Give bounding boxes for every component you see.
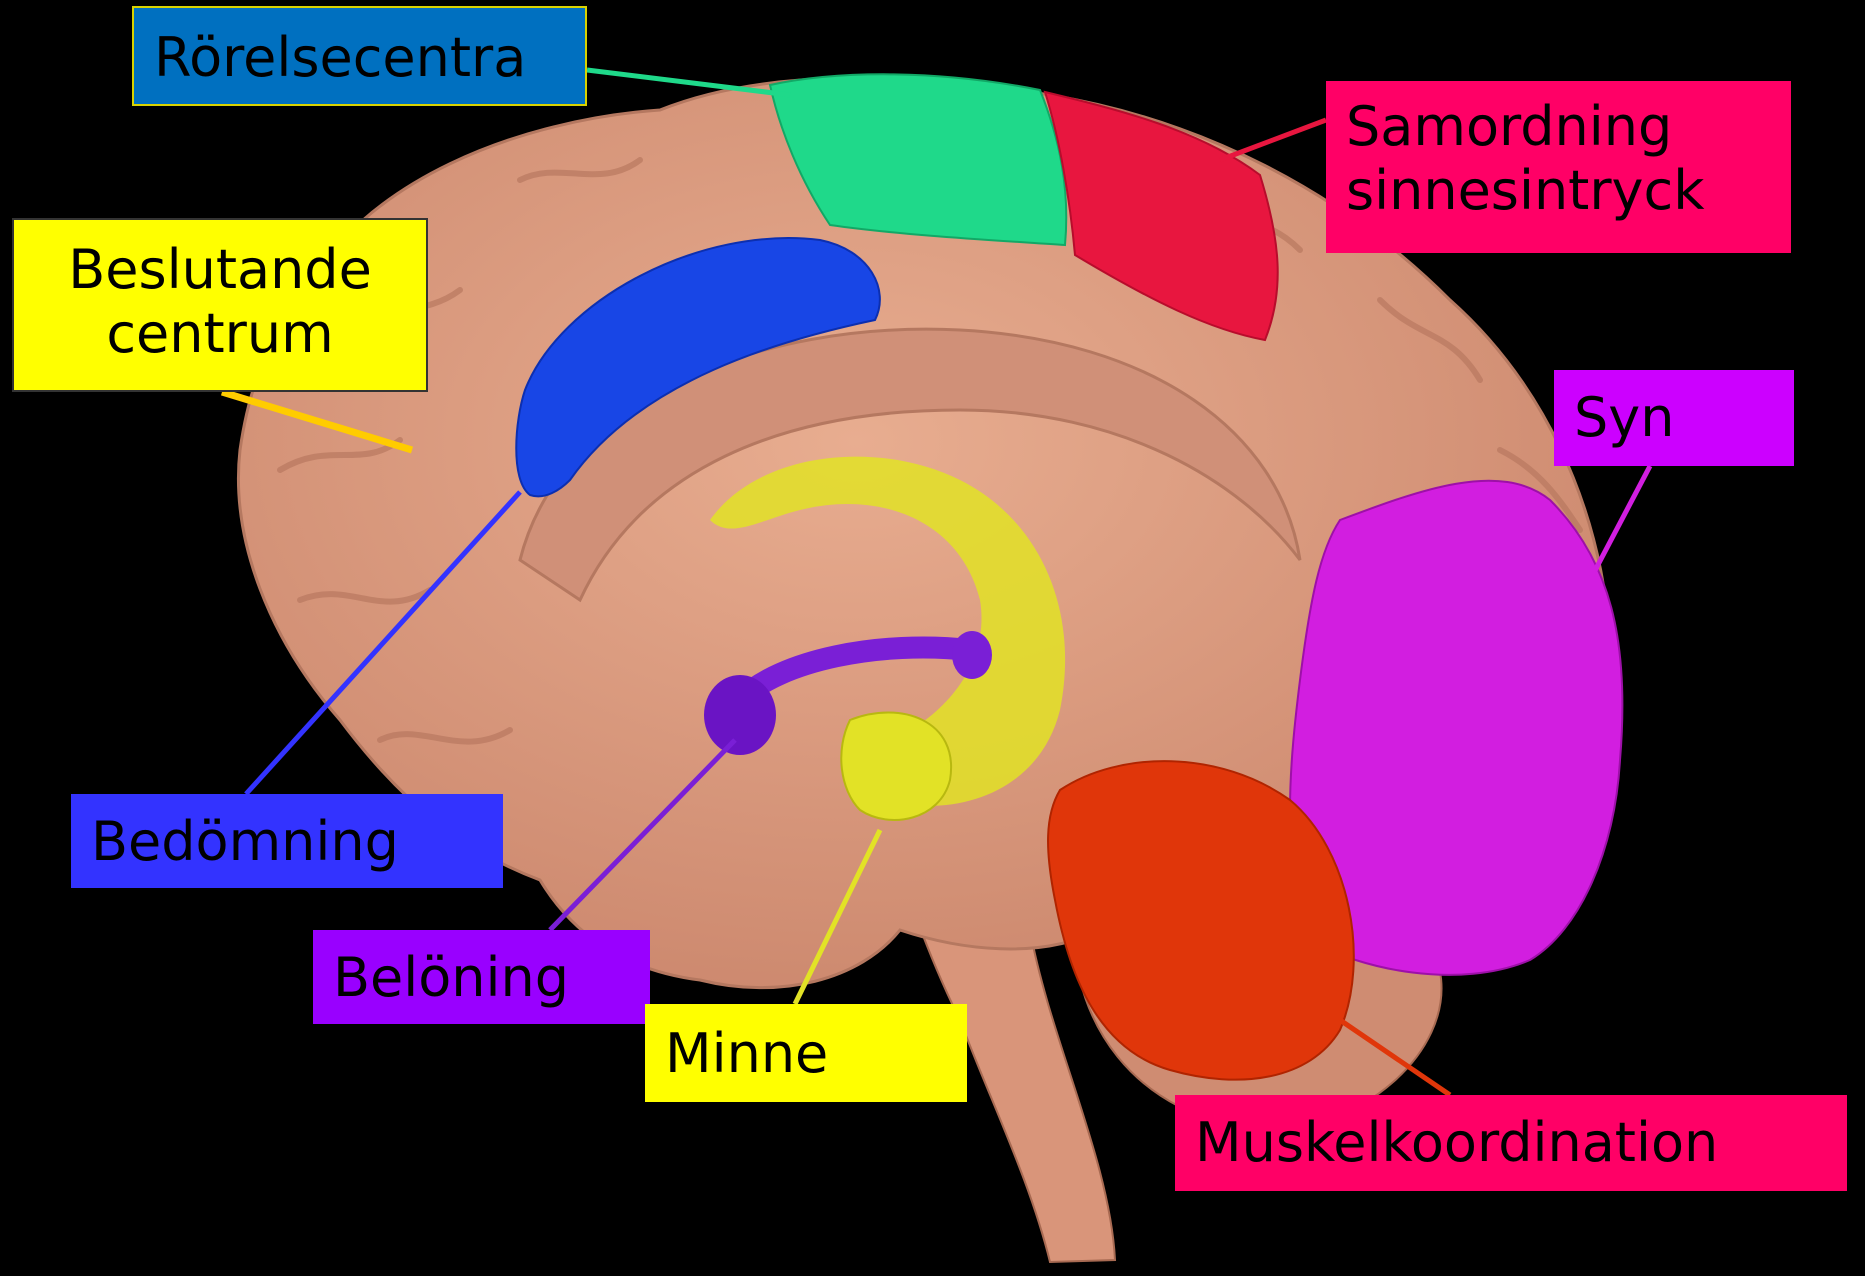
leader-samordning xyxy=(1220,120,1326,160)
label-bedomning: Bedömning xyxy=(71,794,503,888)
label-beloning: Belöning xyxy=(313,930,650,1024)
label-beslutande-line1: Beslutande xyxy=(14,238,426,302)
reward-node-right xyxy=(952,631,992,679)
leader-rorelsecentra xyxy=(587,70,790,95)
reward-node-left xyxy=(704,675,776,755)
label-samordning-line2: sinnesintryck xyxy=(1346,159,1791,223)
label-beslutande-centrum: Beslutande centrum xyxy=(12,218,428,392)
label-beslutande-line2: centrum xyxy=(14,302,426,366)
leader-syn xyxy=(1590,466,1650,580)
label-rorelsecentra: Rörelsecentra xyxy=(132,6,587,106)
label-muskelkoordination: Muskelkoordination xyxy=(1175,1095,1847,1191)
label-syn: Syn xyxy=(1554,370,1794,466)
label-minne: Minne xyxy=(645,1004,967,1102)
hippocampus xyxy=(841,713,951,821)
label-samordning-sinnesintryck: Samordning sinnesintryck xyxy=(1326,81,1791,253)
label-samordning-line1: Samordning xyxy=(1346,95,1791,159)
